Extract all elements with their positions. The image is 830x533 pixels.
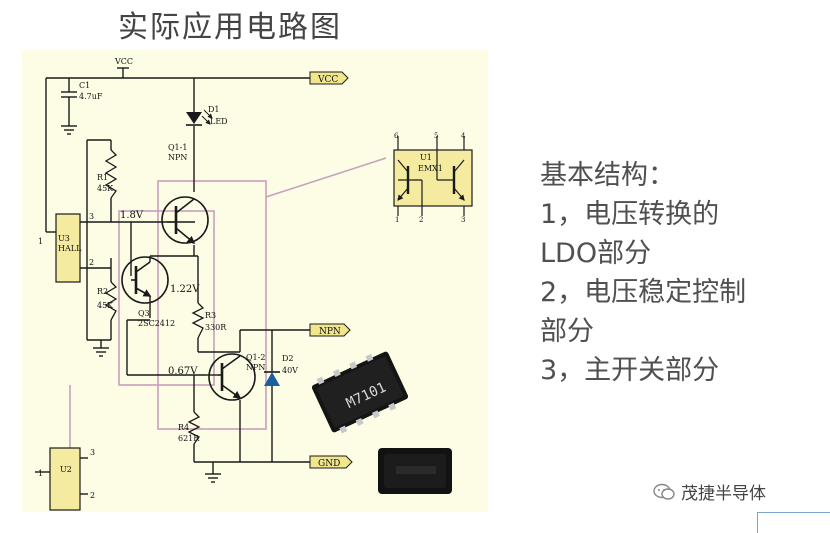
desc-line: 2，电压稳定控制	[540, 277, 747, 308]
u1-emx1-inset: U1 EMX1 6 5 4 1 2 3	[386, 128, 476, 224]
u2-pin-3: 3	[90, 448, 95, 457]
description-text: 基本结构： 1，电压转换的 LDO部分 2，电压稳定控制 部分 3，主开关部分	[540, 156, 746, 390]
u1-ref: U1	[420, 153, 432, 162]
u1-pin-2: 2	[419, 216, 423, 224]
r2-ref: R2	[97, 287, 108, 296]
q3-transistor	[121, 256, 169, 304]
npn-port: NPN	[309, 323, 351, 337]
u3-value: HALL	[58, 244, 82, 253]
d2-diode-symbol	[264, 371, 280, 386]
vcc-port-label: VCC	[317, 75, 338, 85]
d1-led-symbol	[186, 109, 213, 126]
u3-pin-3: 3	[89, 212, 94, 221]
desc-line: 1，电压转换的	[540, 199, 720, 230]
u2-pin-2: 2	[90, 491, 95, 500]
component-labels: VCC C1 4.7uF D1 LED Q1-1 NPN R1 45K R2 4…	[38, 57, 298, 500]
slide-title: 实际应用电路图	[118, 10, 342, 45]
slide-edge	[757, 512, 830, 533]
u1-pin-6: 6	[394, 132, 399, 140]
r1-ref: R1	[97, 173, 108, 182]
desc-line: 部分	[540, 316, 594, 347]
r3-value: 330R	[205, 323, 227, 332]
c1-ref: C1	[79, 81, 90, 90]
u3-hall-sensor	[55, 213, 81, 283]
desc-line: LDO部分	[540, 238, 652, 269]
r4-ref: R4	[178, 423, 189, 432]
highlight-boxes	[69, 157, 387, 450]
u3-pin-1: 1	[38, 237, 43, 246]
chip-photo-m7101: M7101	[311, 351, 409, 434]
u1-pin-3: 3	[461, 216, 465, 224]
npn-port-label: NPN	[319, 327, 341, 337]
d2-ref: D2	[282, 354, 294, 363]
vcc-label: VCC	[114, 57, 133, 66]
wechat-icon	[653, 483, 675, 500]
u2-ref: U2	[60, 465, 72, 474]
q1-1-type: NPN	[168, 153, 187, 162]
d2-value: 40V	[282, 366, 298, 375]
vcc-port: VCC	[309, 71, 349, 85]
watermark: 茂捷半导体	[653, 479, 766, 504]
q1-2-type: NPN	[246, 363, 265, 372]
q1-1-transistor	[161, 196, 209, 245]
desc-line: 基本结构：	[540, 160, 675, 191]
q1-2-ref: Q1-2	[246, 353, 265, 362]
q3-ref: Q3	[138, 309, 150, 318]
u2-component	[49, 447, 81, 511]
u2-pin-1: 1	[38, 469, 43, 478]
r4-value: 621R	[178, 434, 200, 443]
d1-value: LED	[210, 117, 228, 126]
gnd-port: GND	[309, 455, 353, 469]
node-voltage-0-67v: 0.67V	[168, 366, 198, 377]
node-voltage-1-8v: 1.8V	[120, 210, 144, 221]
u1-pin-1: 1	[395, 216, 399, 224]
u1-pin-5: 5	[434, 132, 438, 140]
r3-ref: R3	[205, 311, 216, 320]
d1-ref: D1	[208, 105, 220, 114]
schematic-board	[22, 50, 488, 512]
gnd-port-label: GND	[318, 459, 340, 469]
c1-value: 4.7uF	[79, 92, 103, 101]
u1-pin-4: 4	[461, 132, 466, 140]
u3-ref: U3	[58, 234, 70, 243]
watermark-text: 茂捷半导体	[681, 484, 766, 504]
desc-line: 3，主开关部分	[540, 355, 720, 386]
q3-value: 2SC2412	[138, 319, 175, 328]
q1-2-transistor	[208, 353, 256, 401]
node-voltage-1-22v: 1.22V	[170, 284, 200, 295]
r1-value: 45K	[97, 184, 114, 193]
wires	[35, 67, 310, 495]
resistors	[104, 149, 205, 445]
r2-value: 45K	[97, 301, 114, 310]
u1-value: EMX1	[418, 164, 443, 173]
u3-pin-2: 2	[89, 258, 94, 267]
chip-photo-small	[378, 448, 452, 494]
q1-1-ref: Q1-1	[168, 143, 187, 152]
